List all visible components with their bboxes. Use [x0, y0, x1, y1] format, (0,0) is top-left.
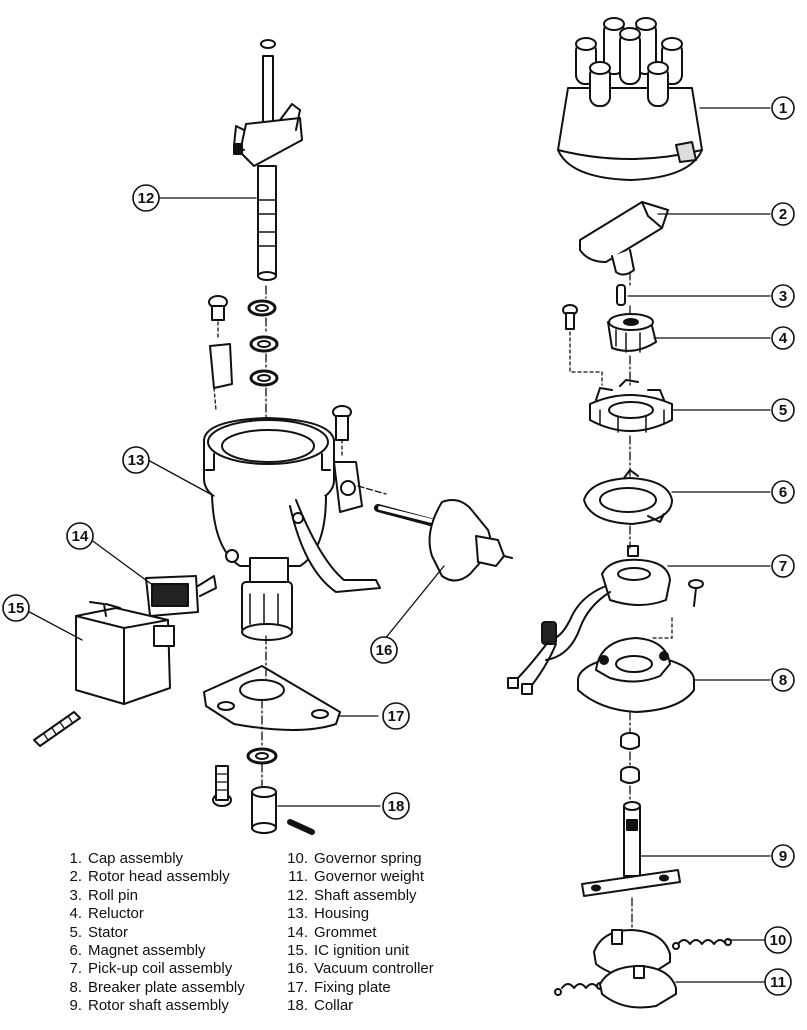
grommet — [145, 575, 217, 617]
legend-item: 3.Roll pin — [69, 886, 139, 904]
svg-text:16: 16 — [376, 642, 393, 659]
legend-right: 10.Governor spring 11.Governor weight 12… — [286, 850, 434, 1016]
legend-item: 5.Stator — [69, 923, 129, 941]
legend-item: 7.Pick-up coil assembly — [69, 960, 233, 978]
callout-12: 12 — [132, 184, 160, 212]
svg-text:11: 11 — [770, 974, 786, 991]
svg-text:3: 3 — [779, 288, 787, 305]
ic-ignition-unit — [75, 601, 175, 705]
svg-text:7: 7 — [779, 558, 787, 575]
svg-text:14: 14 — [72, 528, 89, 545]
callout-16: 16 — [370, 636, 398, 664]
housing — [203, 417, 381, 641]
legend-item: 8.Breaker plate assembly — [69, 978, 245, 996]
callout-17: 17 — [382, 702, 410, 730]
svg-text:2: 2 — [779, 206, 787, 223]
governor-weights — [593, 929, 677, 1009]
svg-text:10: 10 — [770, 932, 787, 949]
legend-item: 12.Shaft assembly — [287, 886, 417, 904]
svg-text:1: 1 — [779, 100, 787, 117]
shaft-assembly — [233, 39, 303, 281]
callout-10: 10 — [764, 926, 792, 954]
rotor-shaft — [581, 801, 681, 897]
legend-item: 2.Rotor head assembly — [69, 868, 230, 886]
legend-item: 16.Vacuum controller — [287, 960, 434, 978]
callout-4: 4 — [771, 326, 795, 350]
legend-item: 13.Housing — [287, 905, 370, 923]
svg-text:17: 17 — [388, 708, 405, 725]
governor-spring-upper — [672, 938, 732, 950]
legend-item: 18.Collar — [287, 997, 354, 1015]
legend-item: 4.Reluctor — [69, 905, 144, 923]
rotor-head — [579, 201, 669, 276]
callout-9: 9 — [771, 844, 795, 868]
legend-item: 10.Governor spring — [287, 850, 422, 867]
callouts: 1 2 3 4 5 6 7 8 9 10 11 12 13 14 15 16 1… — [2, 96, 795, 996]
svg-text:15: 15 — [8, 600, 25, 617]
breaker-plate — [577, 637, 695, 713]
callout-11: 11 — [764, 968, 792, 996]
stator-screw — [562, 304, 603, 386]
collar — [251, 786, 315, 835]
legend-item: 11.Governor weight — [288, 868, 425, 886]
callout-6: 6 — [771, 480, 795, 504]
legend-item: 1.Cap assembly — [69, 850, 184, 867]
governor-spring-lower — [554, 982, 604, 996]
cap-assembly — [557, 17, 703, 181]
pick-up-coil — [507, 545, 671, 695]
svg-text:5: 5 — [779, 402, 787, 419]
shaft-washers — [247, 299, 279, 387]
breaker-nut — [620, 732, 640, 784]
right-axis-line — [629, 271, 633, 929]
svg-text:9: 9 — [779, 848, 787, 865]
callout-3: 3 — [771, 284, 795, 308]
vacuum-controller — [374, 499, 513, 582]
reluctor — [607, 313, 657, 353]
svg-text:4: 4 — [779, 330, 788, 347]
legend-item: 9.Rotor shaft assembly — [69, 997, 229, 1015]
callout-18: 18 — [382, 792, 410, 820]
callout-7: 7 — [771, 554, 795, 578]
svg-text:8: 8 — [779, 672, 787, 689]
stator — [589, 379, 673, 433]
center-axis-line — [261, 285, 267, 787]
unit-bolt — [33, 711, 81, 747]
magnet-assembly — [583, 469, 673, 525]
coil-screw — [649, 579, 704, 639]
callout-5: 5 — [771, 398, 795, 422]
leader-lines — [21, 107, 771, 983]
legend-left: 1.Cap assembly 2.Rotor head assembly 3.R… — [60, 850, 245, 1016]
callout-1: 1 — [771, 96, 795, 120]
plate-washer — [246, 747, 278, 765]
legend-item: 17.Fixing plate — [287, 978, 391, 996]
callout-8: 8 — [771, 668, 795, 692]
roll-pin — [616, 284, 626, 306]
plate-bolt — [212, 765, 232, 807]
callout-15: 15 — [2, 594, 30, 622]
svg-text:12: 12 — [138, 190, 155, 207]
legend-item: 6.Magnet assembly — [69, 941, 206, 959]
svg-text:18: 18 — [388, 798, 405, 815]
clip-bolt — [208, 295, 233, 411]
fixing-plate — [203, 665, 341, 731]
callout-13: 13 — [122, 446, 150, 474]
legend-item: 14.Grommet — [287, 923, 377, 941]
callout-14: 14 — [66, 522, 94, 550]
housing-bolt — [332, 405, 352, 457]
svg-text:6: 6 — [779, 484, 787, 501]
legend-item: 15.IC ignition unit — [287, 941, 410, 959]
vacuum-axis-line — [357, 485, 387, 495]
callout-2: 2 — [771, 202, 795, 226]
svg-text:13: 13 — [128, 452, 145, 469]
